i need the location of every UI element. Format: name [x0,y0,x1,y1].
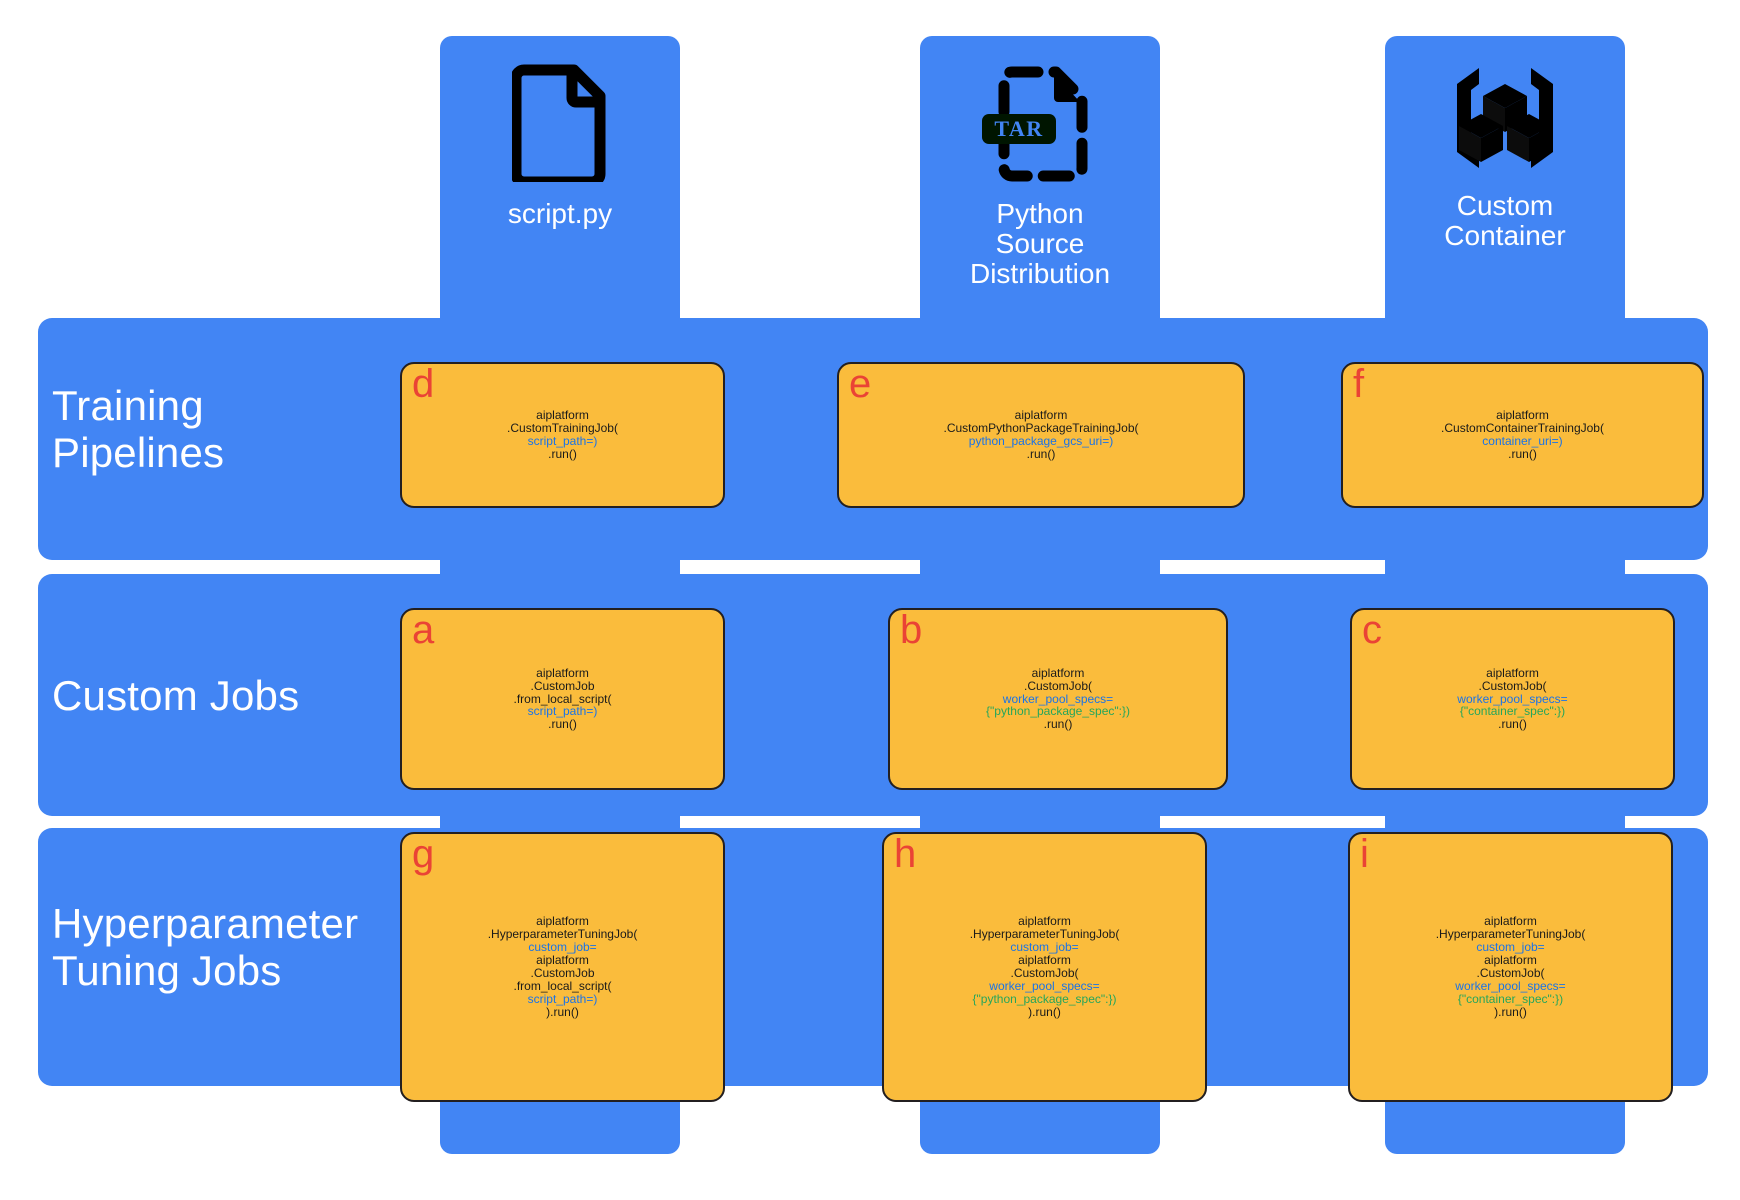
card-code-i: aiplatform.HyperparameterTuningJob(custo… [1350,915,1671,1019]
code-line: aiplatform [1014,408,1068,423]
code-line: .CustomJob [530,678,595,693]
code-line: .HyperparameterTuningJob( [969,927,1120,942]
card-code-c: aiplatform.CustomJob(worker_pool_specs={… [1352,665,1673,732]
header-label-python-source-dist: Python Source Distribution [969,198,1111,290]
code-line: worker_pool_specs= [1002,691,1114,706]
card-code-f: aiplatform.CustomContainerTrainingJob(co… [1343,409,1702,461]
code-card-c[interactable]: c aiplatform.CustomJob(worker_pool_specs… [1350,608,1675,790]
code-line: .CustomJob( [1023,678,1093,693]
card-tag-i: i [1360,832,1369,876]
code-line: .from_local_script( [513,691,612,706]
code-line: aiplatform [1018,953,1071,968]
code-line: .run() [1026,446,1056,461]
code-line: ).run() [1028,1004,1061,1019]
code-line: script_path=) [527,434,598,448]
code-card-g[interactable]: g aiplatform.HyperparameterTuningJob(cus… [400,832,725,1102]
card-tag-f: f [1353,362,1365,406]
code-line: custom_job= [1476,940,1545,955]
row-title-hyperparameter-tuning-jobs: Hyperparameter Tuning Jobs [52,900,359,995]
code-line: aiplatform [1018,914,1071,929]
code-line: .run() [548,446,577,461]
card-tag-c: c [1362,608,1382,652]
header-label-script: script.py [507,198,613,229]
code-line: aiplatform [536,665,589,680]
card-code-d: aiplatform.CustomTrainingJob(script_path… [402,409,723,461]
code-line: script_path=) [527,704,598,719]
card-code-e: aiplatform.CustomPythonPackageTrainingJo… [839,409,1243,461]
code-line: {"python_package_spec":}) [986,704,1130,719]
code-line: worker_pool_specs= [989,978,1100,993]
code-line: aiplatform [1484,953,1537,968]
code-line: .CustomJob( [1010,966,1079,980]
header-cell-script: script.py [440,56,680,229]
code-card-d[interactable]: d aiplatform.CustomTrainingJob(script_pa… [400,362,725,508]
code-line: .HyperparameterTuningJob( [1435,927,1586,942]
file-document-icon [510,62,608,188]
code-line: ).run() [546,1004,579,1019]
code-line: python_package_gcs_uri=) [968,434,1114,448]
code-line: aiplatform [536,914,589,929]
card-tag-b: b [900,608,923,652]
code-card-h[interactable]: h aiplatform.HyperparameterTuningJob(cus… [882,832,1207,1102]
code-card-i[interactable]: i aiplatform.HyperparameterTuningJob(cus… [1348,832,1673,1102]
code-card-b[interactable]: b aiplatform.CustomJob(worker_pool_specs… [888,608,1228,790]
code-line: ).run() [1494,1004,1527,1019]
row-title-training-pipelines: Training Pipelines [52,382,225,477]
header-cell-custom-container: Custom Container [1385,56,1625,251]
code-line: {"python_package_spec":}) [972,991,1117,1006]
code-line: .run() [1508,446,1537,461]
code-line: aiplatform [536,953,589,968]
code-card-e[interactable]: e aiplatform.CustomPythonPackageTraining… [837,362,1245,508]
code-line: {"container_spec":}) [1459,704,1566,719]
header-cell-python-source-dist: TAR Python Source Distribution [920,56,1160,290]
code-line: .CustomTrainingJob( [507,421,618,436]
code-line: .from_local_script( [513,978,612,993]
code-line: worker_pool_specs= [1457,691,1568,706]
card-tag-h: h [894,832,917,876]
code-line: .CustomPythonPackageTrainingJob( [943,421,1139,436]
code-line: .run() [1498,717,1527,732]
container-cubes-icon [1445,62,1565,179]
code-line: {"container_spec":}) [1457,991,1564,1006]
header-label-custom-container: Custom Container [1444,190,1566,252]
card-tag-a: a [412,608,435,652]
code-line: .run() [1043,717,1073,732]
code-line: .CustomJob [530,966,595,980]
code-line: script_path=) [527,991,598,1006]
code-line: .run() [548,717,577,732]
code-card-a[interactable]: a aiplatform.CustomJob.from_local_script… [400,608,725,790]
code-line: .CustomJob( [1478,678,1547,693]
code-line: aiplatform [1031,665,1085,680]
code-line: custom_job= [1010,940,1079,955]
row-title-custom-jobs: Custom Jobs [52,672,300,719]
card-tag-e: e [849,362,872,406]
tar-archive-file-icon: TAR [976,62,1104,187]
code-line: aiplatform [536,408,589,423]
code-line: worker_pool_specs= [1455,978,1566,993]
card-code-a: aiplatform.CustomJob.from_local_script(s… [402,665,723,732]
card-code-h: aiplatform.HyperparameterTuningJob(custo… [884,915,1205,1019]
code-line: container_uri=) [1482,434,1563,448]
svg-text:TAR: TAR [994,116,1043,141]
code-line: .HyperparameterTuningJob( [487,927,638,942]
code-line: aiplatform [1484,914,1537,929]
code-line: custom_job= [528,940,597,955]
card-code-g: aiplatform.HyperparameterTuningJob(custo… [402,915,723,1019]
code-card-f[interactable]: f aiplatform.CustomContainerTrainingJob(… [1341,362,1704,508]
code-line: aiplatform [1496,408,1549,423]
card-tag-g: g [412,832,435,876]
code-line: .CustomJob( [1476,966,1545,980]
code-line: .CustomContainerTrainingJob( [1441,421,1604,436]
code-line: aiplatform [1486,665,1539,680]
card-code-b: aiplatform.CustomJob(worker_pool_specs={… [890,665,1226,732]
card-tag-d: d [412,362,435,406]
